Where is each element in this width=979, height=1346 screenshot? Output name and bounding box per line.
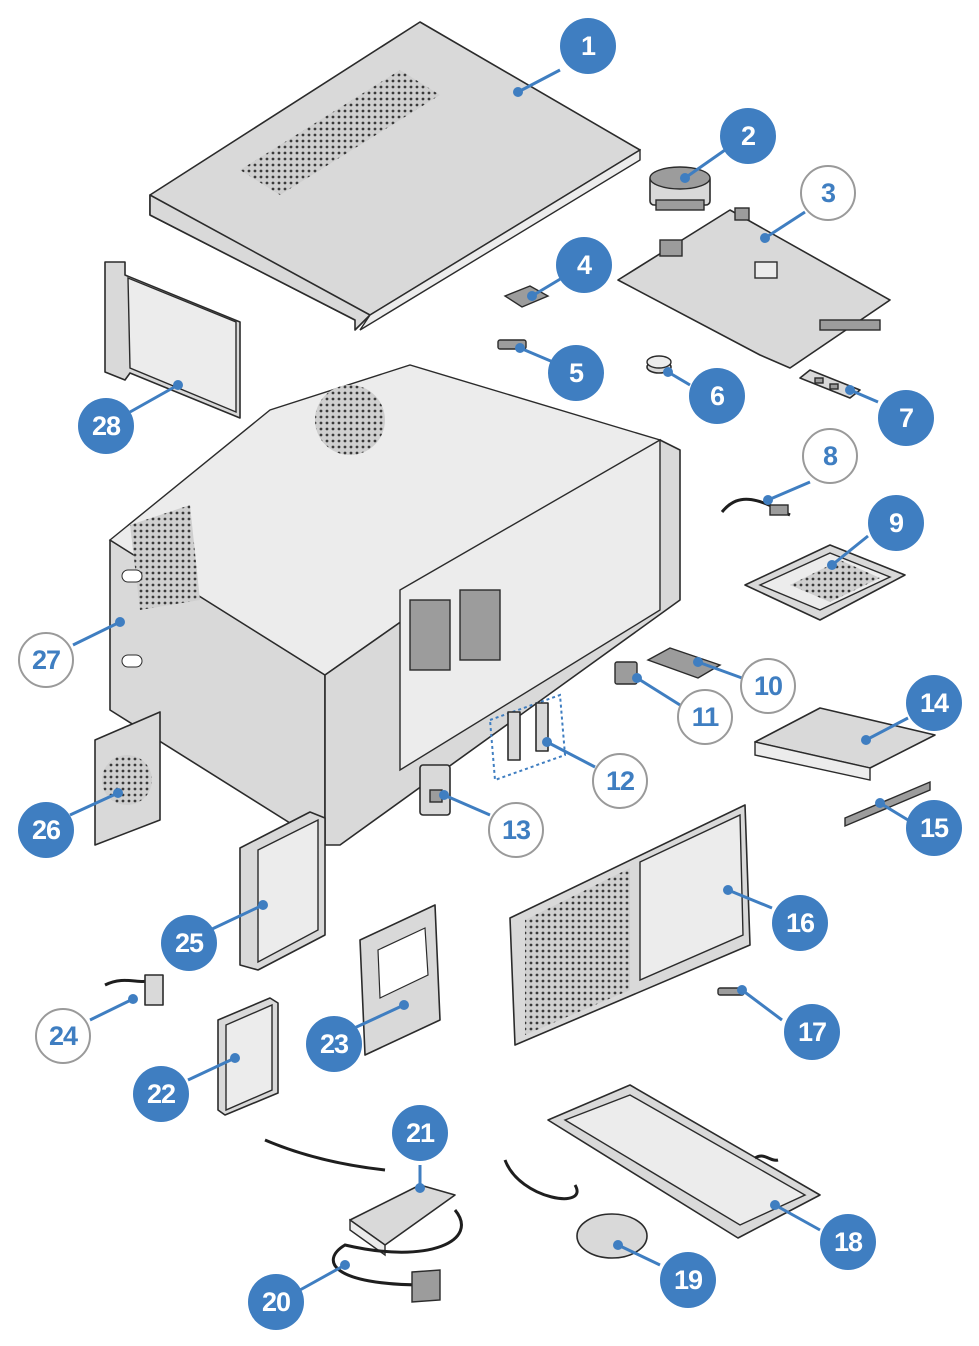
callout-28: 28	[78, 398, 134, 454]
optical-bezel-illustration	[844, 780, 931, 828]
callout-5: 5	[548, 345, 604, 401]
hdd-bracket-illustration	[359, 904, 441, 1056]
callout-3: 3	[800, 165, 856, 221]
callout-2: 2	[720, 108, 776, 164]
callout-25: 25	[161, 915, 217, 971]
sensor-cables-illustration	[488, 693, 567, 782]
callout-12: 12	[592, 753, 648, 809]
power-cord-illustration	[331, 1209, 463, 1303]
callout-27: 27	[18, 632, 74, 688]
sata-cable-illustration	[104, 974, 164, 1006]
leader-lines	[69, 68, 909, 1292]
callout-22: 22	[133, 1066, 189, 1122]
pci-card-illustration	[104, 261, 241, 419]
front-bezel-illustration	[509, 804, 751, 1046]
callout-19: 19	[660, 1252, 716, 1308]
callout-6: 6	[689, 368, 745, 424]
callout-1: 1	[560, 18, 616, 74]
callout-23: 23	[306, 1016, 362, 1072]
callout-14: 14	[906, 675, 962, 731]
callout-7: 7	[878, 390, 934, 446]
small-board-illustration	[646, 647, 722, 679]
keyboard-illustration	[547, 1084, 821, 1239]
callout-10: 10	[740, 658, 796, 714]
callout-11: 11	[677, 689, 733, 745]
chassis-illustration	[108, 364, 681, 846]
callout-17: 17	[784, 1004, 840, 1060]
callout-15: 15	[906, 800, 962, 856]
callout-26: 26	[18, 802, 74, 858]
callout-13: 13	[488, 802, 544, 858]
optical-drive-illustration	[754, 707, 936, 781]
cable-illustration	[720, 497, 791, 517]
callout-21: 21	[392, 1105, 448, 1161]
cover-sensor-illustration	[419, 764, 451, 816]
mouse-illustration	[503, 1159, 648, 1259]
memory-module-illustration	[799, 369, 861, 399]
callout-8: 8	[802, 428, 858, 484]
callout-4: 4	[556, 237, 612, 293]
callout-9: 9	[868, 495, 924, 551]
callout-24: 24	[35, 1008, 91, 1064]
hdd-illustration	[239, 811, 326, 971]
callout-16: 16	[772, 895, 828, 951]
power-adapter-illustration	[264, 1138, 456, 1257]
callout-20: 20	[248, 1274, 304, 1330]
heat-sink-fan-illustration	[649, 166, 711, 211]
fan-assembly-illustration	[94, 711, 161, 846]
system-board-illustration	[617, 207, 891, 369]
callout-18: 18	[820, 1214, 876, 1270]
drive-bracket-illustration	[744, 544, 906, 621]
ssd-illustration	[217, 997, 279, 1116]
